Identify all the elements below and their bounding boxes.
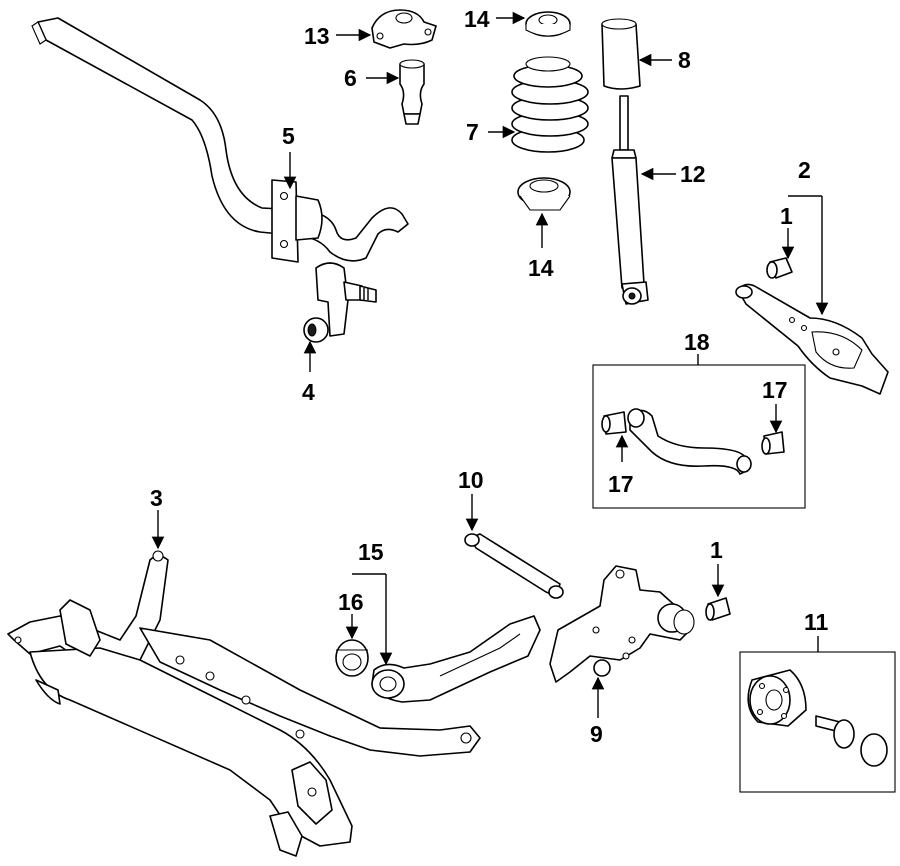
callout-17-right: 17 xyxy=(762,377,788,403)
callout-labels: 13 6 5 4 14 7 14 8 12 2 1 18 17 17 3 10 … xyxy=(150,6,829,747)
knuckle-bushing-part xyxy=(705,597,731,621)
callout-14-bottom: 14 xyxy=(528,255,554,281)
callout-4: 4 xyxy=(302,379,315,405)
leader-lines xyxy=(151,11,829,718)
hub-bearing-part xyxy=(747,669,888,767)
trailing-arm-part xyxy=(371,615,541,703)
callout-5: 5 xyxy=(282,123,295,149)
upper-arm-kit-box xyxy=(592,364,806,509)
callout-18: 18 xyxy=(684,329,710,355)
lower-control-arm-part xyxy=(735,283,889,395)
callout-8: 8 xyxy=(678,47,691,73)
bushing-part xyxy=(766,257,793,279)
dust-boot-part xyxy=(601,18,641,90)
callout-1-upper: 1 xyxy=(780,203,793,229)
upper-mount-part xyxy=(371,9,437,49)
stabilizer-link-part xyxy=(303,262,377,343)
callout-6: 6 xyxy=(344,65,357,91)
lateral-link-part xyxy=(464,533,564,599)
upper-control-arm-part xyxy=(601,408,785,475)
lower-spring-seat-part xyxy=(517,177,571,211)
trailing-arm-bushing-part xyxy=(335,639,369,677)
callout-16: 16 xyxy=(338,589,364,615)
callout-3: 3 xyxy=(150,485,163,511)
bump-stop-part xyxy=(399,59,425,125)
callout-9: 9 xyxy=(590,721,603,747)
upper-spring-seat-part xyxy=(525,11,571,37)
callout-15: 15 xyxy=(358,539,384,565)
coil-spring-part xyxy=(511,56,589,153)
callout-11: 11 xyxy=(804,609,829,635)
callout-17-left: 17 xyxy=(608,471,634,497)
callout-2: 2 xyxy=(798,157,811,183)
callout-12: 12 xyxy=(680,161,706,187)
stabilizer-bracket-part xyxy=(271,179,323,263)
shock-absorber-part xyxy=(611,95,649,305)
stabilizer-bar xyxy=(31,17,409,262)
knuckle-part xyxy=(549,565,695,683)
callout-7: 7 xyxy=(466,119,479,145)
callout-10: 10 xyxy=(458,467,484,493)
subframe-part xyxy=(7,550,481,857)
callout-13: 13 xyxy=(304,23,330,49)
callout-14-top: 14 xyxy=(464,6,490,32)
callout-1-lower: 1 xyxy=(710,537,723,563)
